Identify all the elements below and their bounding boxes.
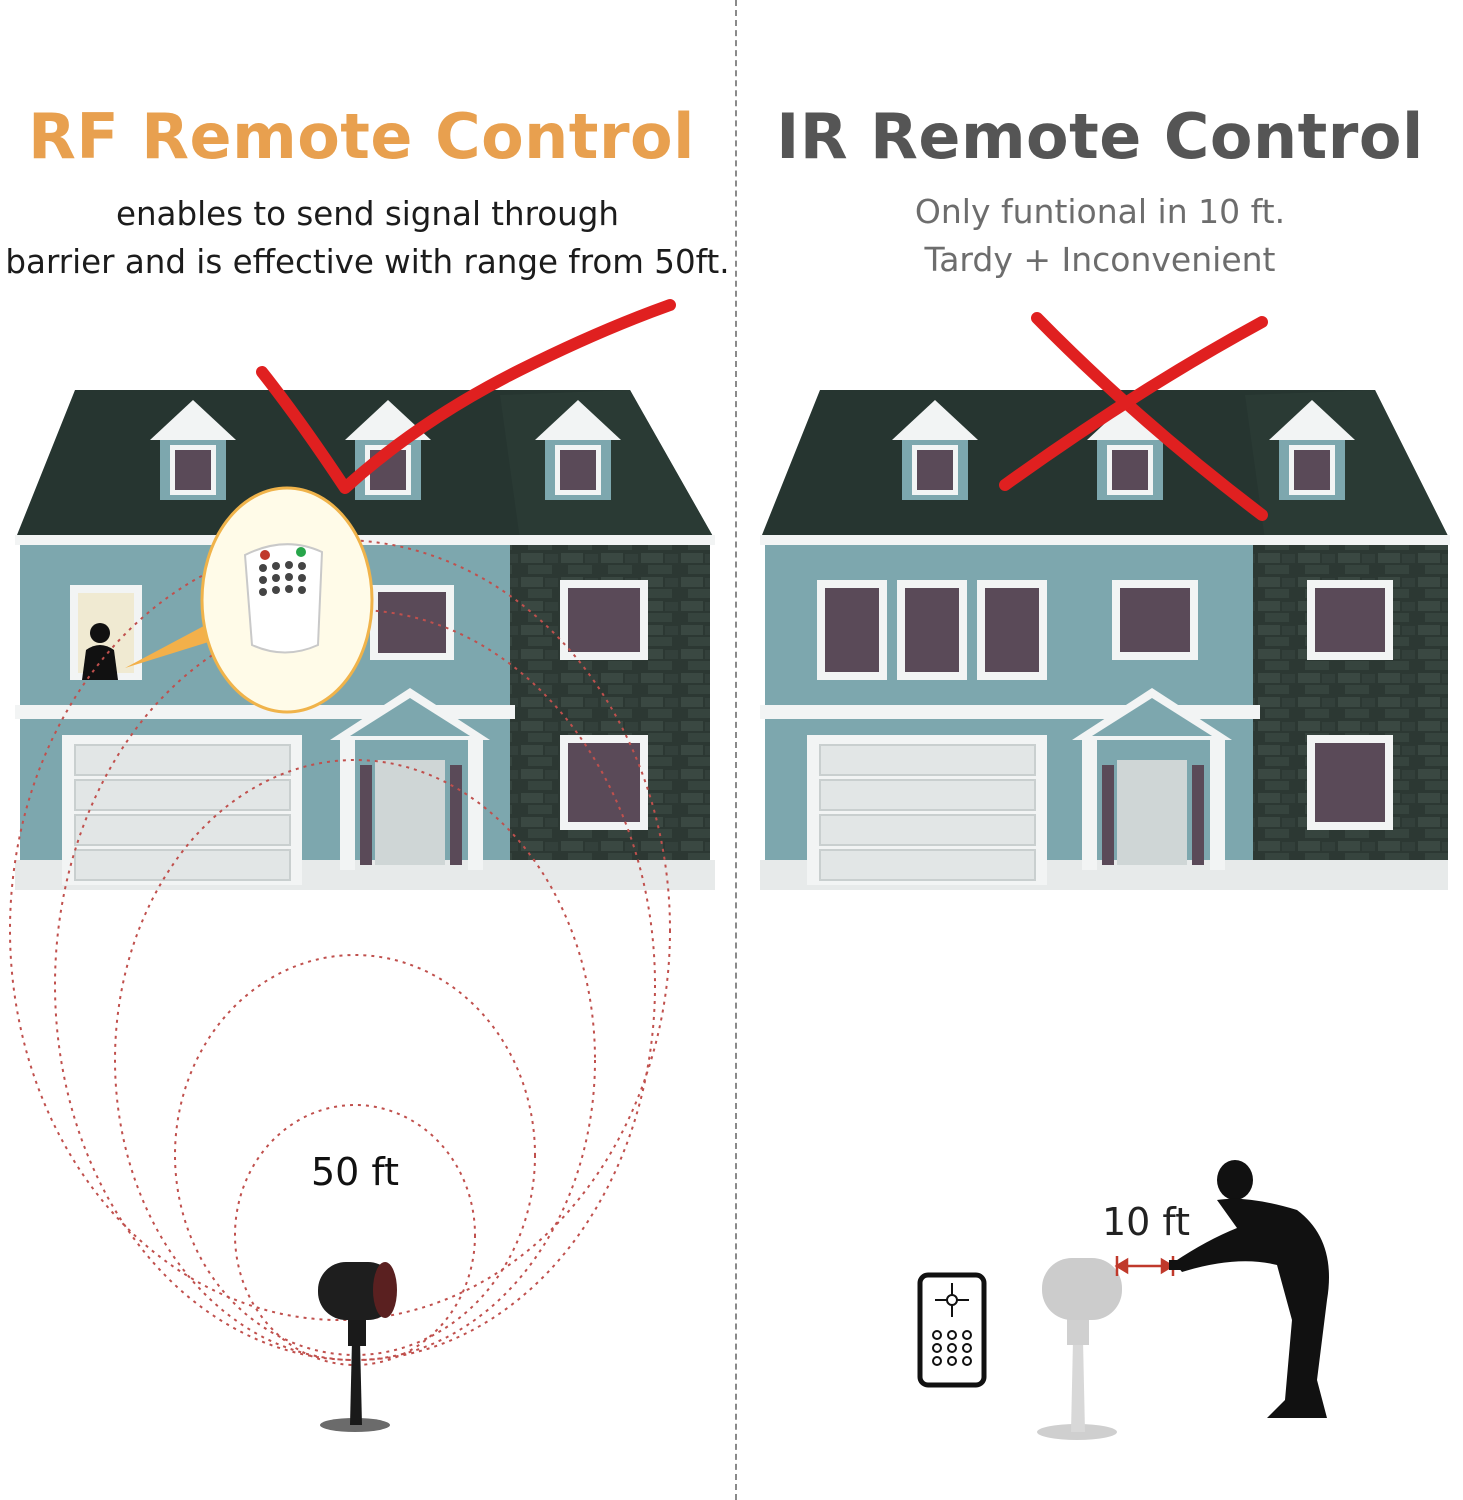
rf-remote-icon	[243, 543, 324, 654]
ir-description-line-2: Tardy + Inconvenient	[924, 240, 1276, 279]
rf-panel: RF Remote Control enables to send signal…	[0, 100, 735, 1432]
rf-description-line-2: barrier and is effective with range from…	[5, 243, 730, 281]
rf-illustration	[9, 299, 715, 1432]
projector-icon	[318, 1262, 397, 1432]
rf-description: enables to send signal through barrier a…	[0, 190, 735, 286]
ir-range-label: 10 ft	[1102, 1200, 1191, 1244]
person-icon	[82, 623, 118, 680]
ir-title: IR Remote Control	[776, 100, 1424, 173]
rf-range-label: 50 ft	[311, 1150, 400, 1194]
ir-description: Only funtional in 10 ft. Tardy + Inconve…	[737, 188, 1463, 284]
cross-mark-icon	[999, 312, 1268, 521]
check-mark-icon	[256, 299, 676, 494]
rf-description-line-1: enables to send signal through	[115, 195, 620, 233]
panel-divider	[735, 0, 737, 1500]
ir-remote-icon	[917, 1272, 987, 1388]
range-arrow	[1114, 1256, 1175, 1276]
ir-panel: IR Remote Control Only funtional in 10 f…	[737, 0, 1463, 1500]
ir-illustration	[760, 312, 1450, 1440]
projector-icon	[1037, 1258, 1122, 1440]
rf-title: RF Remote Control	[28, 100, 695, 173]
person-icon	[1169, 1160, 1329, 1418]
rf-remote-callout	[125, 486, 374, 714]
ir-description-line-1: Only funtional in 10 ft.	[914, 192, 1286, 231]
house	[760, 390, 1450, 890]
